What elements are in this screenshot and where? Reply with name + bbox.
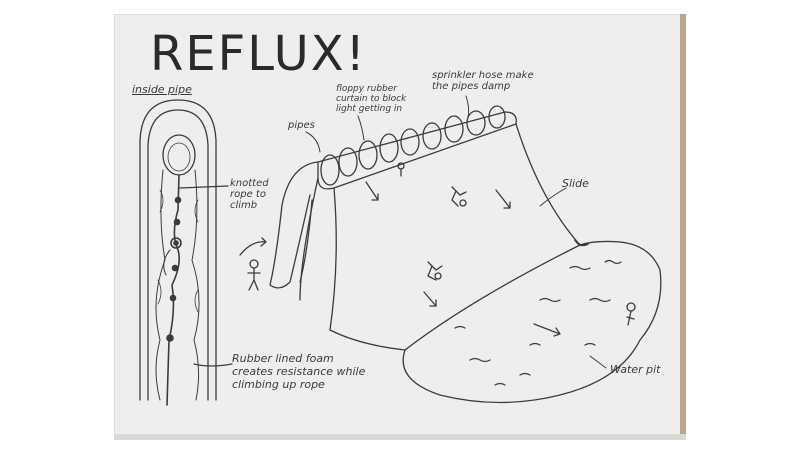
- label-pointers: [305, 95, 607, 369]
- knotted-rope: [163, 174, 182, 406]
- label-inside-pipe: inside pipe: [132, 83, 192, 96]
- paper-sheet: [114, 14, 686, 440]
- motion-arrows: [239, 181, 561, 337]
- knotted-rope-pointer: [179, 185, 229, 189]
- paper-bottom-edge: [114, 434, 686, 440]
- people-figures: [247, 162, 636, 326]
- label-slide: Slide: [562, 177, 589, 190]
- rubber-foam-pointer: [193, 363, 233, 367]
- label-water-pit: Water pit: [610, 363, 661, 376]
- label-pipes: pipes: [288, 120, 315, 131]
- slide-structure: [269, 105, 662, 404]
- label-sprinkler-hose: sprinkler hose make the pipes damp: [432, 70, 534, 92]
- label-rubber-lined-foam: Rubber lined foam creates resistance whi…: [232, 352, 366, 391]
- label-knotted-rope: knotted rope to climb: [230, 178, 269, 211]
- page-title: REFLUX!: [150, 26, 367, 82]
- paper-edge: [680, 14, 686, 440]
- label-floppy-rubber-curtain: floppy rubber curtain to block light get…: [336, 84, 407, 114]
